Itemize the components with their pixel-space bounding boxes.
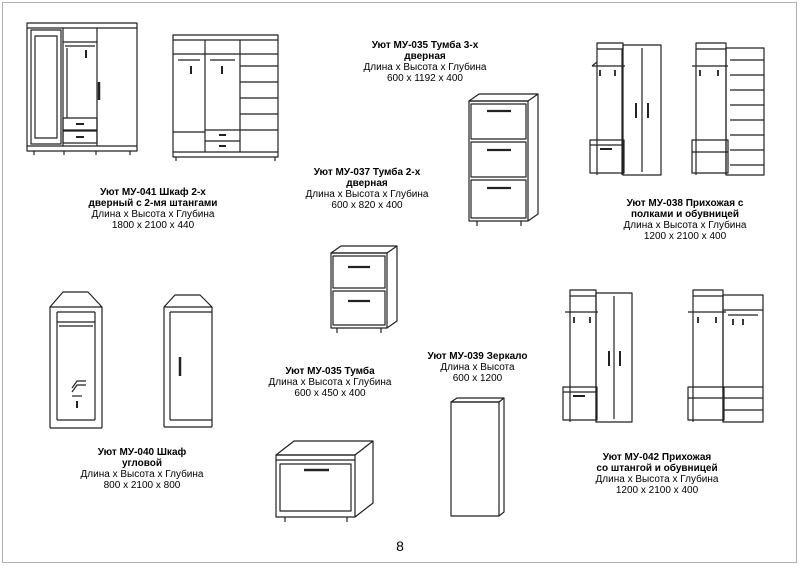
page-number: 8 xyxy=(396,538,404,554)
caption-mu042: Уют МУ-042 Прихожая со штангой и обувниц… xyxy=(572,452,742,496)
product-name: Уют МУ-040 Шкаф xyxy=(97,447,187,458)
product-name: Уют МУ-035 Тумба 3-х xyxy=(371,40,479,51)
product-name-cont: угловой xyxy=(121,458,163,469)
corner-wardrobe-mu040-open-drawing xyxy=(49,291,103,429)
product-name: Уют МУ-041 Шкаф 2-х xyxy=(100,187,206,198)
dimension-values: 600 x 820 x 400 xyxy=(331,200,403,211)
product-name: Уют МУ-038 Прихожая с xyxy=(626,198,744,209)
caption-mu037: Уют МУ-037 Тумба 2-х дверная Длина x Выс… xyxy=(282,167,452,211)
product-name: Уют МУ-035 Тумба xyxy=(285,366,375,377)
dimension-values: 1800 x 2100 x 440 xyxy=(111,220,195,231)
dimension-values: 1200 x 2100 x 400 xyxy=(643,231,727,242)
caption-mu035-3door: Уют МУ-035 Тумба 3-х дверная Длина x Выс… xyxy=(340,40,510,84)
hallway-mu038-drawing xyxy=(589,42,765,176)
product-name-cont: дверная xyxy=(404,51,446,62)
product-name-cont: дверная xyxy=(346,178,388,189)
caption-mu040: Уют МУ-040 Шкаф угловой Длина x Высота x… xyxy=(67,447,217,491)
wardrobe-mu041-open-drawing xyxy=(172,34,279,161)
dimension-label: Длина x Высота x Глубина xyxy=(268,377,392,388)
hallway-mu042-drawing xyxy=(562,289,764,423)
product-name: Уют МУ-042 Прихожая xyxy=(602,452,712,463)
tumba-mu035-3door-drawing xyxy=(468,93,539,226)
dimension-label: Длина x Высота xyxy=(440,362,515,373)
dimension-label: Длина x Высота x Глубина xyxy=(595,474,719,485)
dimension-label: Длина x Высота x Глубина xyxy=(80,469,204,480)
dimension-label: Длина x Высота x Глубина xyxy=(91,209,215,220)
product-name-cont: дверный с 2-мя штангами xyxy=(88,198,218,209)
product-name-cont: со штангой и обувницей xyxy=(596,463,718,474)
dimension-label: Длина x Высота x Глубина xyxy=(623,220,747,231)
caption-mu039: Уют МУ-039 Зеркало Длина x Высота 600 x … xyxy=(410,351,545,384)
tumba-mu035-low-drawing xyxy=(275,440,374,522)
dimension-values: 600 x 450 x 400 xyxy=(294,388,366,399)
dimension-label: Длина x Высота x Глубина xyxy=(305,189,429,200)
caption-mu038: Уют МУ-038 Прихожая с полками и обувнице… xyxy=(600,198,770,242)
wardrobe-mu041-drawing xyxy=(26,22,138,155)
dimension-values: 600 x 1192 x 400 xyxy=(387,73,463,84)
dimension-values: 1200 x 2100 x 400 xyxy=(615,485,699,496)
product-name: Уют МУ-039 Зеркало xyxy=(427,351,528,362)
tumba-mu037-2door-drawing xyxy=(330,245,398,333)
caption-mu035-low: Уют МУ-035 Тумба Длина x Высота x Глубин… xyxy=(250,366,410,399)
product-name: Уют МУ-037 Тумба 2-х xyxy=(313,167,421,178)
caption-mu041: Уют МУ-041 Шкаф 2-х дверный с 2-мя штанг… xyxy=(58,187,248,231)
dimension-values: 800 x 2100 x 800 xyxy=(103,480,181,491)
corner-wardrobe-mu040-closed-drawing xyxy=(163,294,213,428)
dimension-label: Длина x Высота x Глубина xyxy=(363,62,487,73)
mirror-mu039-drawing xyxy=(450,397,505,517)
dimension-values: 600 x 1200 xyxy=(452,373,503,384)
product-name-cont: полками и обувницей xyxy=(631,209,739,220)
